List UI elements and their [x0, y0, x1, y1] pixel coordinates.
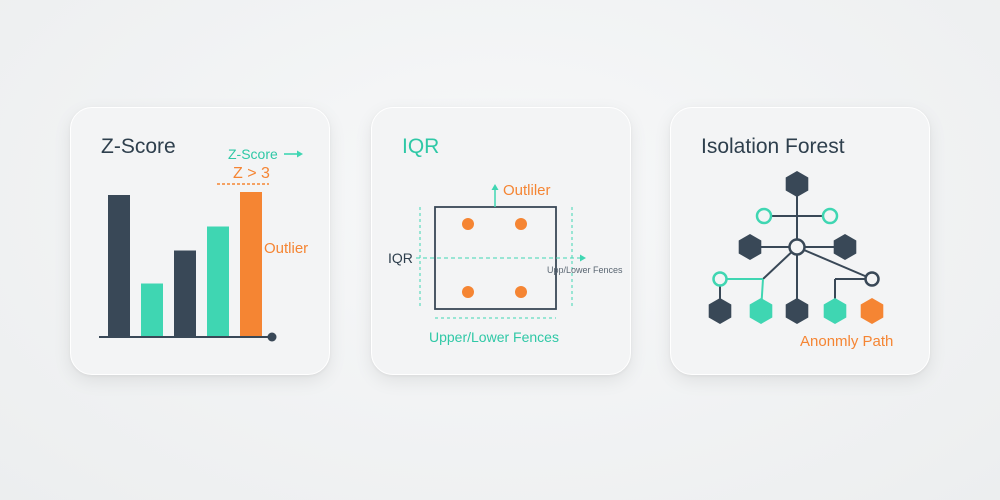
fences-label: Upper/Lower Fences: [429, 329, 559, 345]
outlier-point: [462, 286, 474, 298]
circle-node: [864, 271, 880, 287]
hexagon-node: [785, 171, 809, 197]
iqr-diagram: [416, 184, 586, 319]
anomaly-node: [860, 298, 884, 324]
hexagon-node: [785, 298, 809, 324]
anomaly-path-label: Anonmly Path: [800, 333, 894, 350]
iqr-small-fence-label: Upp/Lower Fences: [547, 265, 623, 275]
zscore-arrow-head: [297, 150, 303, 158]
iqr-card: IQR Outliler IQR Upp/Lower Fences Upper/…: [371, 107, 631, 375]
outlier-point: [515, 218, 527, 230]
zscore-bar: [174, 250, 196, 336]
hexagon-node: [738, 234, 762, 260]
hexagon-node: [708, 298, 732, 324]
outlier-point: [515, 286, 527, 298]
isolation-tree: [708, 171, 884, 324]
iqr-up-arrow-head: [491, 184, 499, 190]
circle-node: [755, 207, 773, 225]
zscore-arrow-label: Z-Score: [228, 146, 278, 162]
hexagon-node: [749, 298, 773, 324]
zscore-outlier-label: Outlier: [264, 240, 309, 257]
iqr-axis-label: IQR: [388, 250, 413, 266]
forest-title: Isolation Forest: [701, 135, 845, 158]
zscore-threshold: Z > 3: [233, 165, 270, 182]
zscore-chart: [99, 150, 303, 342]
hexagon-node: [833, 234, 857, 260]
iqr-title: IQR: [402, 135, 440, 158]
zscore-bar: [141, 283, 163, 336]
zscore-card: Z-Score Z-Score Z > 3 Outlier: [70, 107, 330, 375]
circle-node: [821, 207, 839, 225]
circle-node: [712, 271, 728, 287]
iqr-right-arrow-head: [580, 254, 586, 262]
zscore-title: Z-Score: [101, 135, 176, 158]
zscore-bar: [207, 226, 229, 336]
zscore-baseline-dot: [267, 332, 277, 342]
forest-card: Isolation Forest Anonmly Path: [670, 107, 930, 375]
zscore-bar: [108, 195, 130, 336]
outlier-point: [462, 218, 474, 230]
outlier-bar: [240, 192, 262, 336]
hexagon-node: [823, 298, 847, 324]
root-node: [788, 238, 806, 256]
iqr-outlier-label: Outliler: [503, 182, 551, 199]
